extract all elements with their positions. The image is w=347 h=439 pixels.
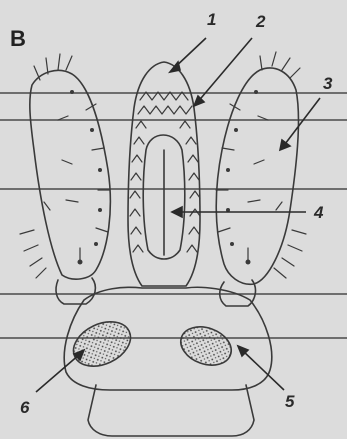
arrowhead-3 (280, 140, 290, 150)
callout-1: 1 (207, 10, 216, 30)
leader-line-5 (242, 350, 284, 390)
right-porose-area (175, 320, 236, 372)
left-porose-area (66, 313, 137, 375)
leader-line-6 (36, 354, 80, 392)
callout-3: 3 (323, 74, 332, 94)
leader-line-3 (282, 98, 320, 148)
hypostome-denticles (130, 92, 200, 252)
callout-6: 6 (20, 398, 29, 418)
arrowhead-4 (172, 207, 182, 217)
leader-line-2 (196, 38, 252, 104)
callout-5: 5 (285, 392, 294, 412)
panel-label: B (10, 26, 26, 52)
callout-2: 2 (256, 12, 265, 32)
right-palp-setae (216, 52, 306, 278)
base-plate (88, 385, 254, 436)
arrowhead-1 (170, 62, 180, 72)
right-palp (216, 68, 298, 284)
left-palp (30, 70, 111, 279)
left-palp-base (56, 278, 95, 304)
callout-4: 4 (314, 203, 323, 223)
